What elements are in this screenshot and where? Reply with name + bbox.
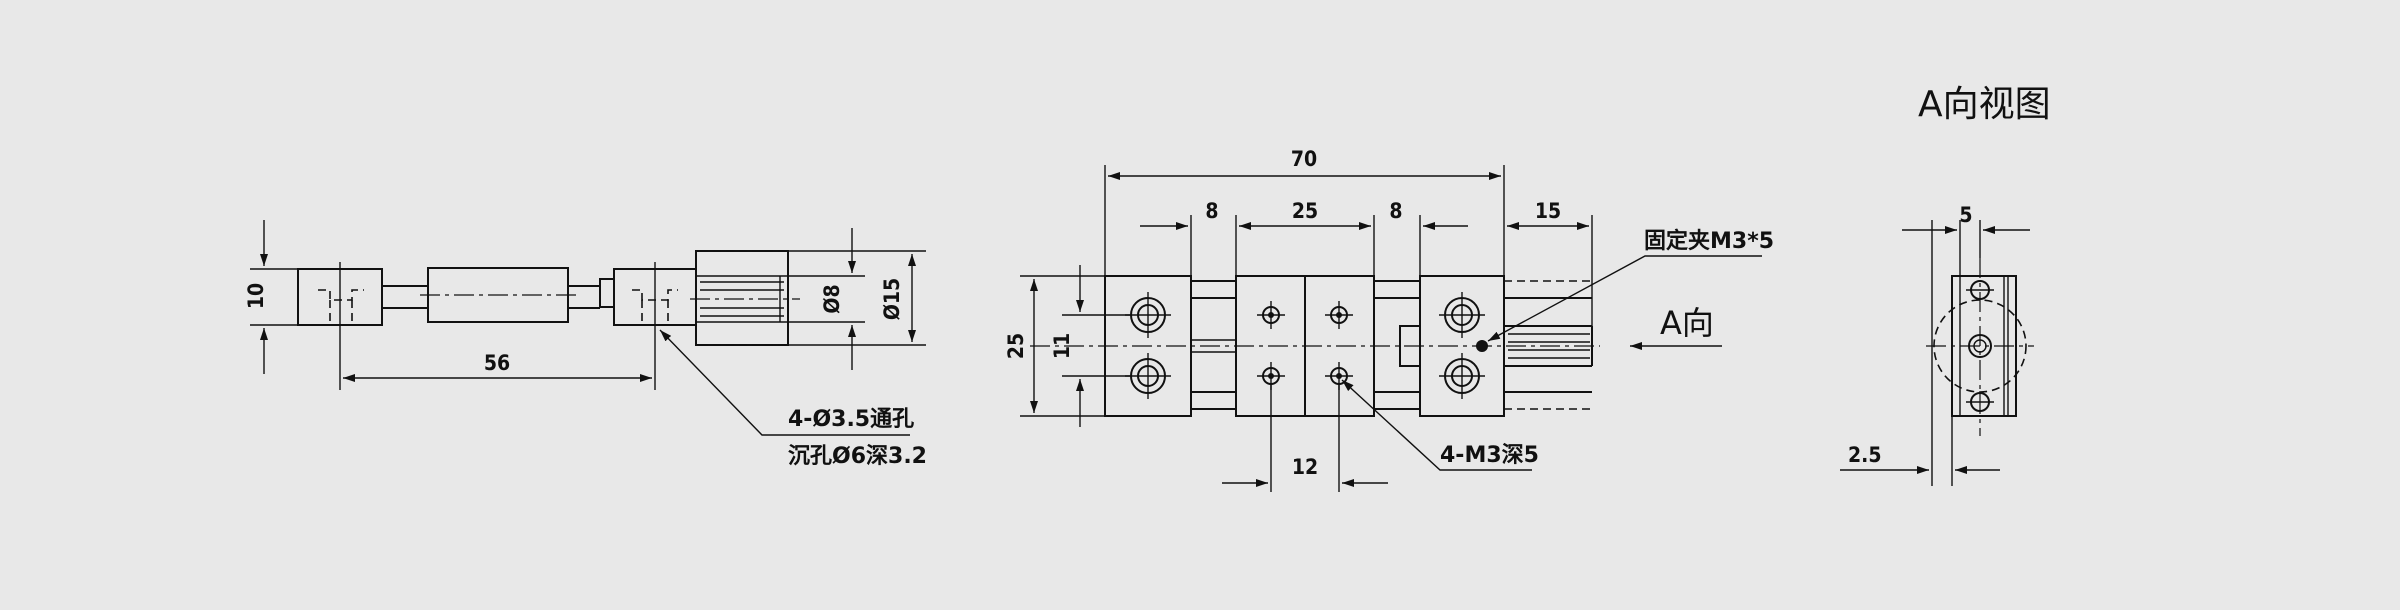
dim-stroke: 15 <box>1535 199 1561 223</box>
dim-overall-width: 70 <box>1291 147 1317 171</box>
front-right-holes <box>1439 292 1485 399</box>
dim-thread-pitch: 12 <box>1292 455 1318 479</box>
dim-dia-large: Ø15 <box>880 278 904 320</box>
dim-center-width: 25 <box>1292 199 1318 223</box>
front-view: 70 8 25 8 15 25 11 12 4-M3深5 固 <box>1004 147 1774 492</box>
dim-hole-pitch: 11 <box>1050 333 1074 359</box>
side-view: 10 56 Ø8 Ø15 4-Ø3.5通孔 沉孔Ø6深3.2 <box>244 220 927 469</box>
dim-height: 10 <box>244 283 268 309</box>
dim-length: 56 <box>484 351 510 375</box>
a-view-dim-bottom: 2.5 <box>1848 443 1881 467</box>
clamp-screw <box>1476 340 1488 352</box>
a-view: A向视图 5 2.5 <box>1840 84 2051 486</box>
dim-height-25: 25 <box>1004 333 1028 359</box>
clamp-note: 固定夹M3*5 <box>1644 228 1774 254</box>
hole-note-line2: 沉孔Ø6深3.2 <box>788 444 927 469</box>
cylinder-body <box>695 250 789 346</box>
a-view-title: A向视图 <box>1918 84 2051 125</box>
thread-note: 4-M3深5 <box>1440 443 1539 468</box>
dim-right-margin: 8 <box>1389 199 1402 223</box>
dim-dia-small: Ø8 <box>820 284 844 313</box>
a-view-dim-top: 5 <box>1959 203 1972 227</box>
direction-label: A向 <box>1660 304 1714 342</box>
front-left-holes <box>1125 292 1171 399</box>
hole-note-line1: 4-Ø3.5通孔 <box>788 407 914 432</box>
dim-left-margin: 8 <box>1205 199 1218 223</box>
